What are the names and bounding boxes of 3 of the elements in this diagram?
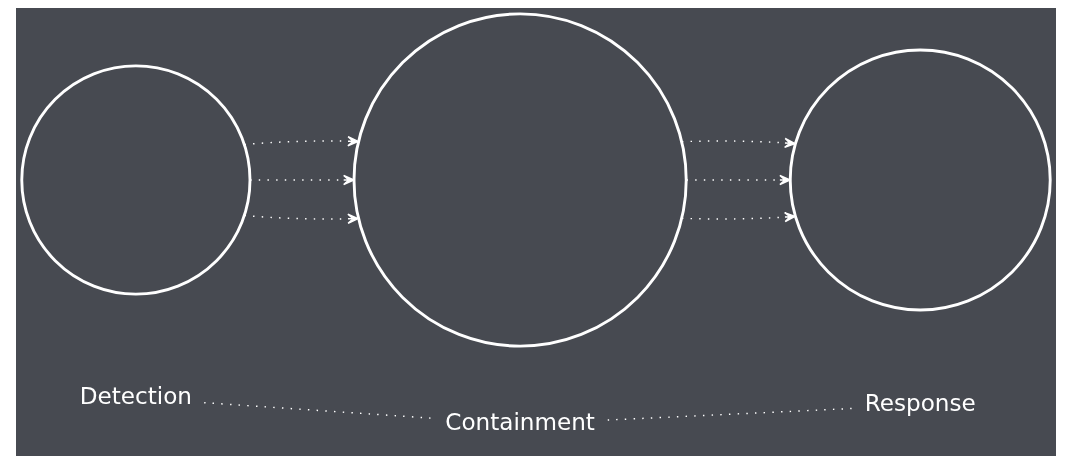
node-text: Detection — [79, 382, 193, 409]
node-text: Containment — [445, 408, 595, 435]
node-text: Response — [864, 389, 976, 416]
